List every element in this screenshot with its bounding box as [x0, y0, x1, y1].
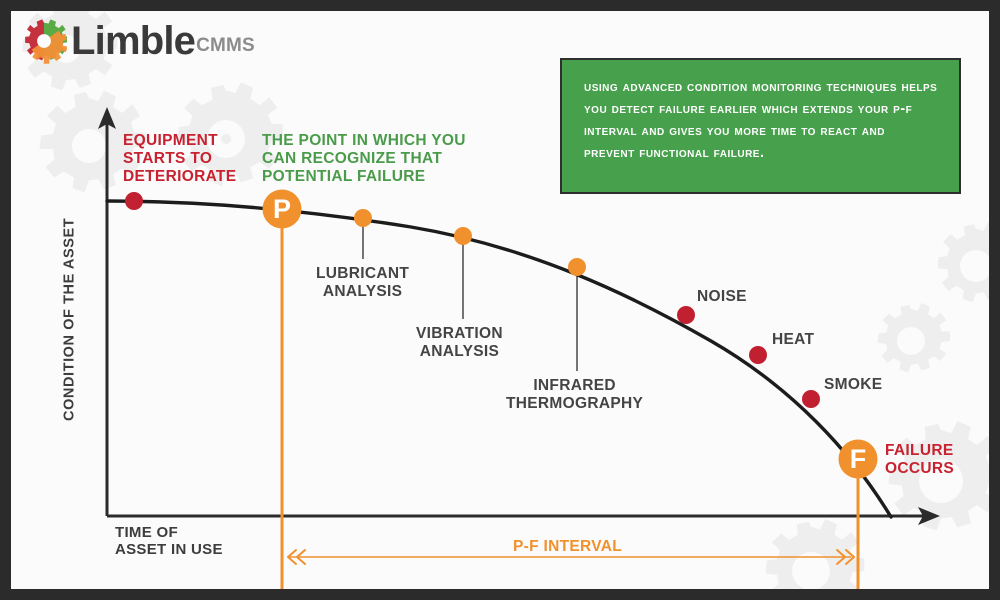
marker-f-letter: F	[850, 444, 867, 474]
label-smoke: SMOKE	[824, 376, 883, 393]
marker-p[interactable]: P	[262, 189, 302, 229]
pf-curve-chart: P F	[98, 107, 940, 589]
data-point-noise[interactable]	[677, 306, 695, 324]
pf-curve-path	[105, 199, 893, 519]
label-pf-interval: P-F INTERVAL	[513, 538, 623, 555]
label-failure-occurs: FAILURE OCCURS	[885, 442, 955, 477]
brand-logo[interactable]: Limble CMMS	[21, 17, 255, 65]
gear-logo-icon	[25, 19, 67, 64]
y-axis-arrowhead	[98, 107, 116, 129]
label-heat: HEAT	[772, 331, 815, 348]
y-axis-title: CONDITION OF THE ASSET	[61, 217, 78, 421]
data-point-vibration-analysis[interactable]	[454, 227, 472, 245]
callout-box: Using advanced condition monitoring tech…	[560, 58, 961, 194]
label-lubricant-analysis: LUBRICANT ANALYSIS	[316, 265, 410, 300]
label-equipment-starts-to-deteriorate: EQUIPMENT STARTS TO DETERIORATE	[123, 132, 237, 185]
data-point-smoke[interactable]	[802, 390, 820, 408]
marker-p-letter: P	[273, 194, 291, 224]
marker-f[interactable]: F	[838, 439, 878, 479]
x-axis-arrowhead	[918, 507, 940, 525]
callout-text: Using advanced condition monitoring tech…	[584, 79, 938, 161]
pf-interval-left-chevrons	[287, 549, 306, 565]
data-point-lubricant-analysis[interactable]	[354, 209, 372, 227]
label-point-of-potential-failure: THE POINT IN WHICH YOU CAN RECOGNIZE THA…	[262, 132, 466, 185]
x-axis-title: TIME OF ASSET IN USE	[115, 524, 223, 559]
logo-wordmark: Limble	[71, 19, 196, 63]
label-infrared-thermography: INFRARED THERMOGRAPHY	[506, 377, 644, 412]
data-point-heat[interactable]	[749, 346, 767, 364]
label-vibration-analysis: VIBRATION ANALYSIS	[416, 325, 503, 360]
pf-interval-right-chevrons	[836, 549, 855, 565]
data-point-deterioration-start[interactable]	[125, 192, 143, 210]
label-noise: NOISE	[697, 288, 747, 305]
data-point-infrared-thermography[interactable]	[568, 258, 586, 276]
logo-suffix: CMMS	[196, 35, 255, 56]
